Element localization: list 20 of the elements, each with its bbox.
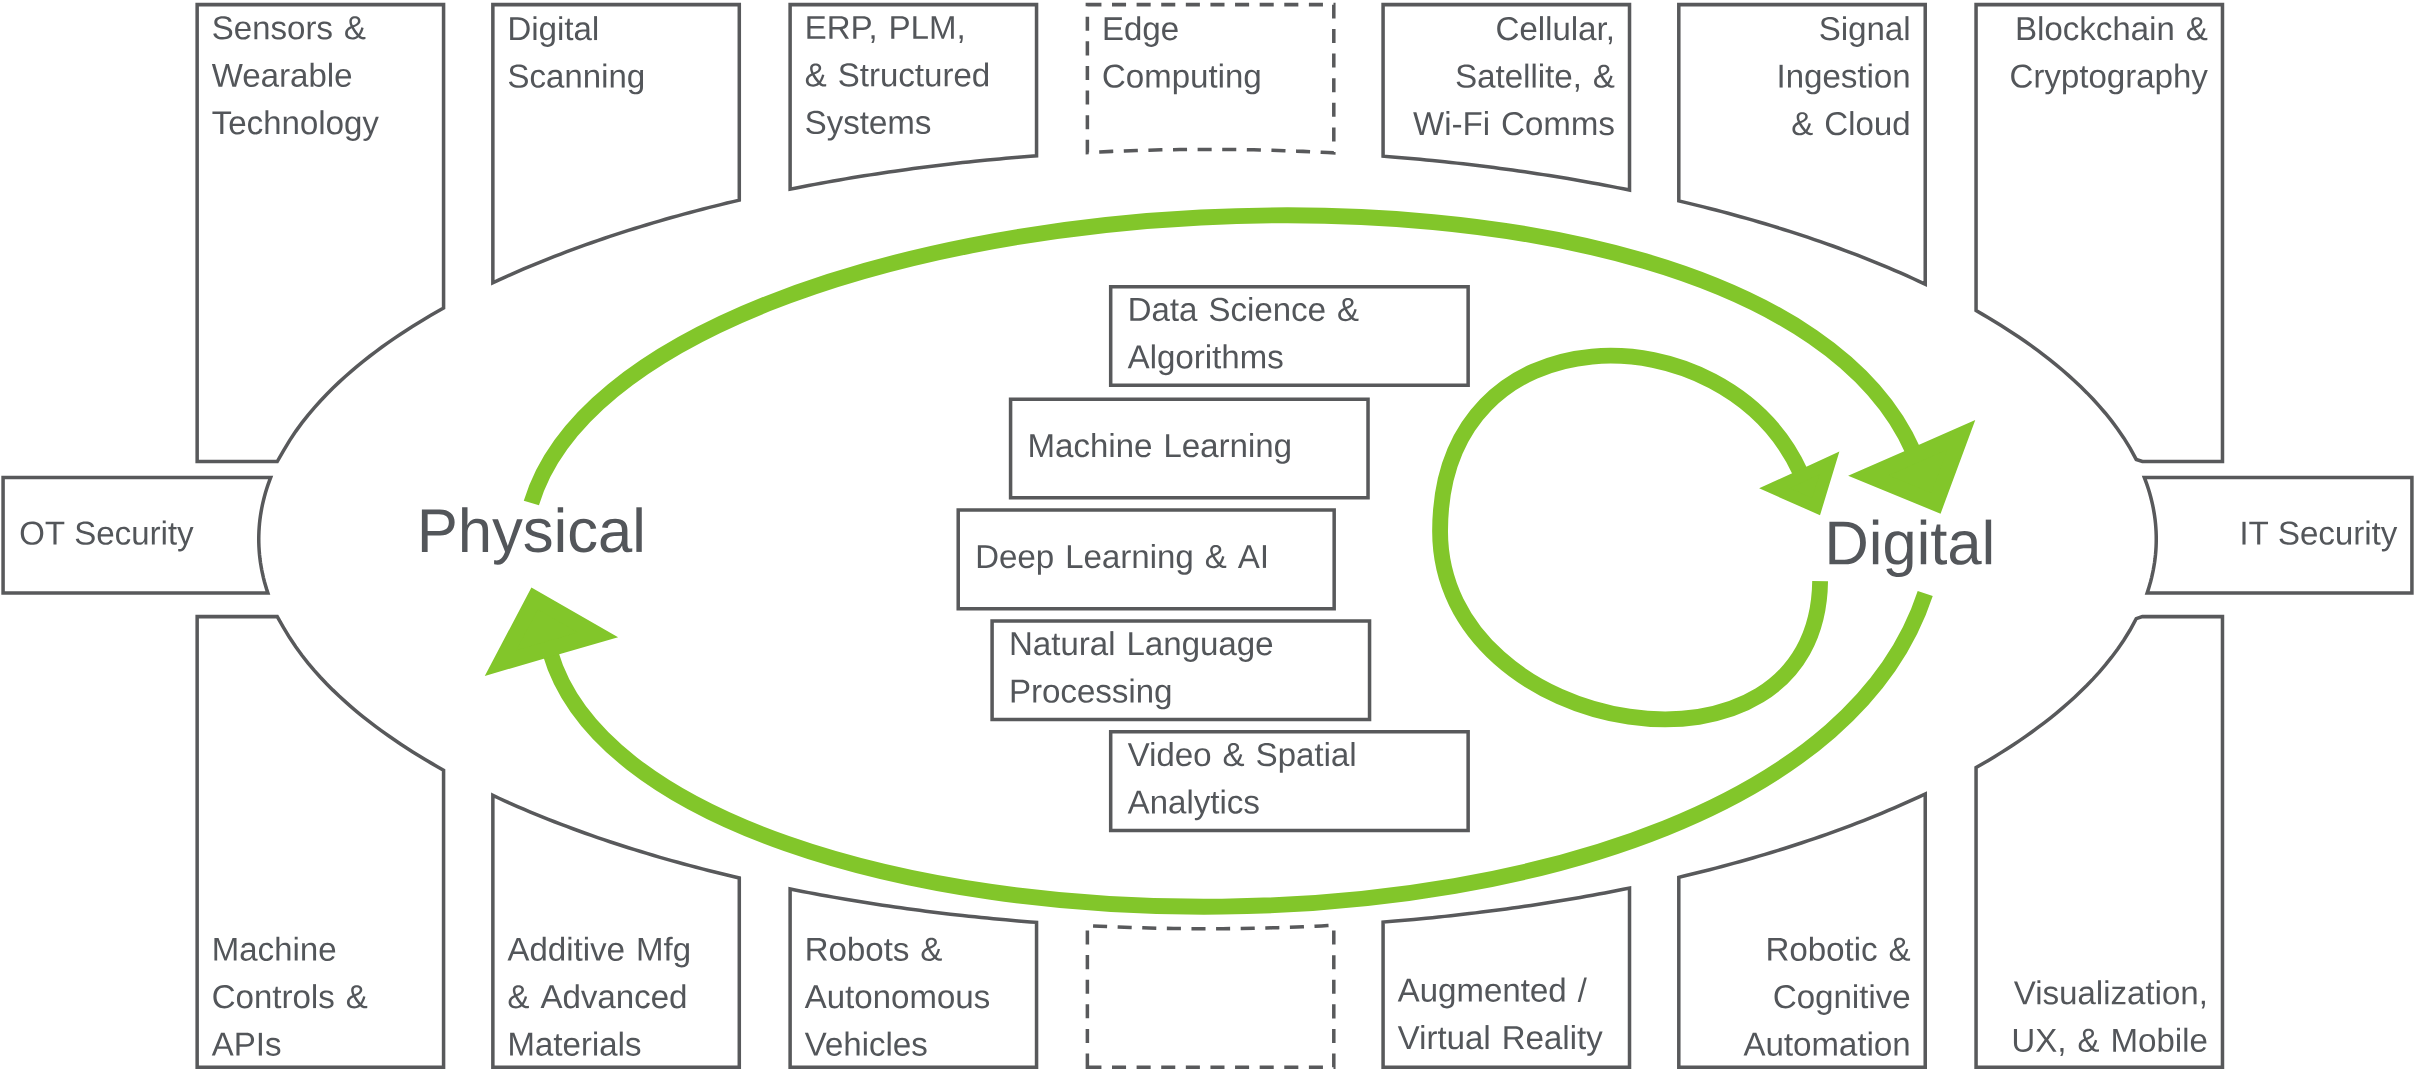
label-box: OT Security (1, 475, 274, 595)
stage-label: Physical (421, 507, 642, 565)
label-box: Cellular, Satellite, & Wi-Fi Comms (1381, 2, 1632, 193)
label-box: Visualization, UX, & Mobile (1974, 614, 2225, 1069)
process-box: Natural Language Processing (990, 618, 1372, 722)
label-box: Edge Computing (1085, 2, 1336, 155)
process-box: Machine Learning (1008, 397, 1370, 500)
label-box: IT Security (2141, 475, 2414, 595)
process-box: Video & Spatial Analytics (1108, 729, 1470, 832)
label-box: Signal Ingestion & Cloud (1677, 2, 1927, 287)
label-box (1085, 923, 1336, 1069)
label-box: Robotic & Cognitive Automation (1677, 790, 1927, 1069)
label-box: Blockchain & Cryptography (1974, 2, 2225, 464)
loop-arrow (1432, 348, 1840, 727)
label-box: Augmented / Virtual Reality (1381, 885, 1632, 1069)
label-box: Machine Controls & APIs (195, 614, 446, 1069)
process-box: Data Science & Algorithms (1108, 284, 1470, 387)
process-box: Deep Learning & AI (956, 508, 1336, 611)
stage-label: Digital (1829, 519, 1992, 577)
label-box: Sensors & Wearable Technology (195, 2, 446, 464)
